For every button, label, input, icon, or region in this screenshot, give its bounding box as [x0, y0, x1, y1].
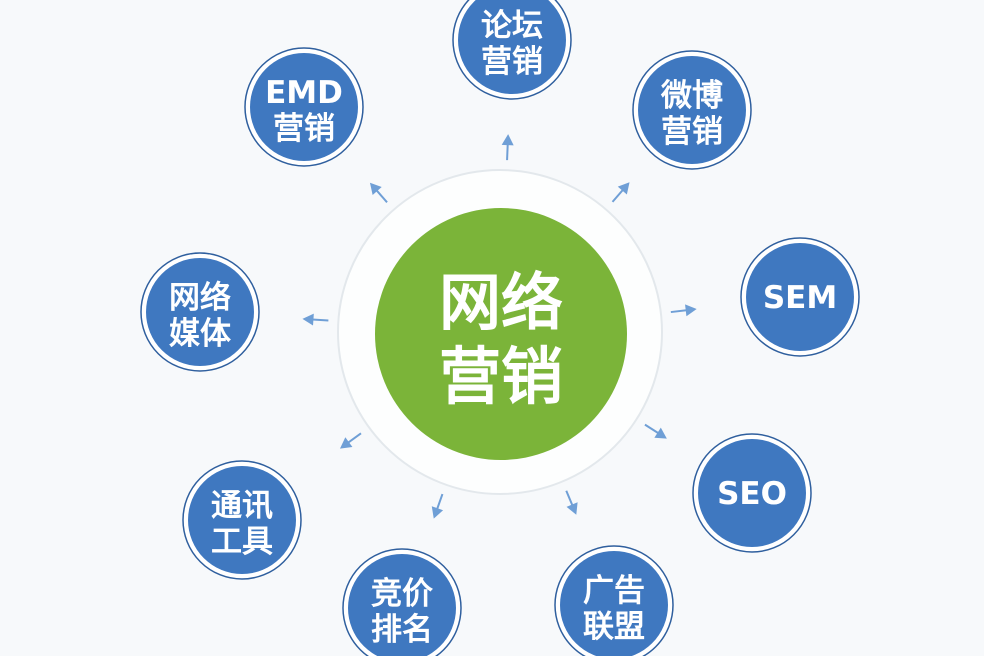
node-3: SEM	[740, 237, 860, 357]
center-label-line1: 网络	[439, 266, 563, 339]
node-label-line1: 网络	[169, 280, 231, 316]
node-label-line2: 媒体	[169, 316, 231, 352]
arrow	[501, 134, 514, 161]
node-label-line2: 联盟	[583, 609, 645, 645]
node-label-line2: 排名	[371, 612, 433, 648]
arrow	[611, 182, 630, 203]
center-label-line2: 营销	[439, 340, 563, 413]
arrow	[339, 432, 362, 449]
node-label-line1: 微博	[660, 78, 723, 114]
arrow	[565, 490, 578, 515]
arrow	[431, 493, 444, 519]
arrow	[369, 182, 388, 203]
arrow	[670, 304, 697, 317]
center-circle	[375, 208, 627, 460]
node-label-line1: 论坛	[481, 8, 543, 44]
node-label-line1: EMD	[265, 75, 343, 111]
node-label-line1: 通讯	[211, 488, 273, 524]
arrow	[644, 423, 667, 439]
node-label-line2: 营销	[273, 111, 335, 147]
node-label-line1: 竞价	[371, 576, 433, 612]
node-label: SEM	[763, 280, 837, 316]
node-label-line1: 广告	[583, 573, 645, 609]
node-label-line2: 营销	[481, 44, 543, 80]
node-4: SEO	[692, 433, 812, 553]
node-label: SEO	[717, 476, 787, 512]
node-label-line2: 营销	[661, 114, 723, 150]
arrow	[302, 313, 329, 326]
node-label-line2: 工具	[211, 524, 273, 560]
